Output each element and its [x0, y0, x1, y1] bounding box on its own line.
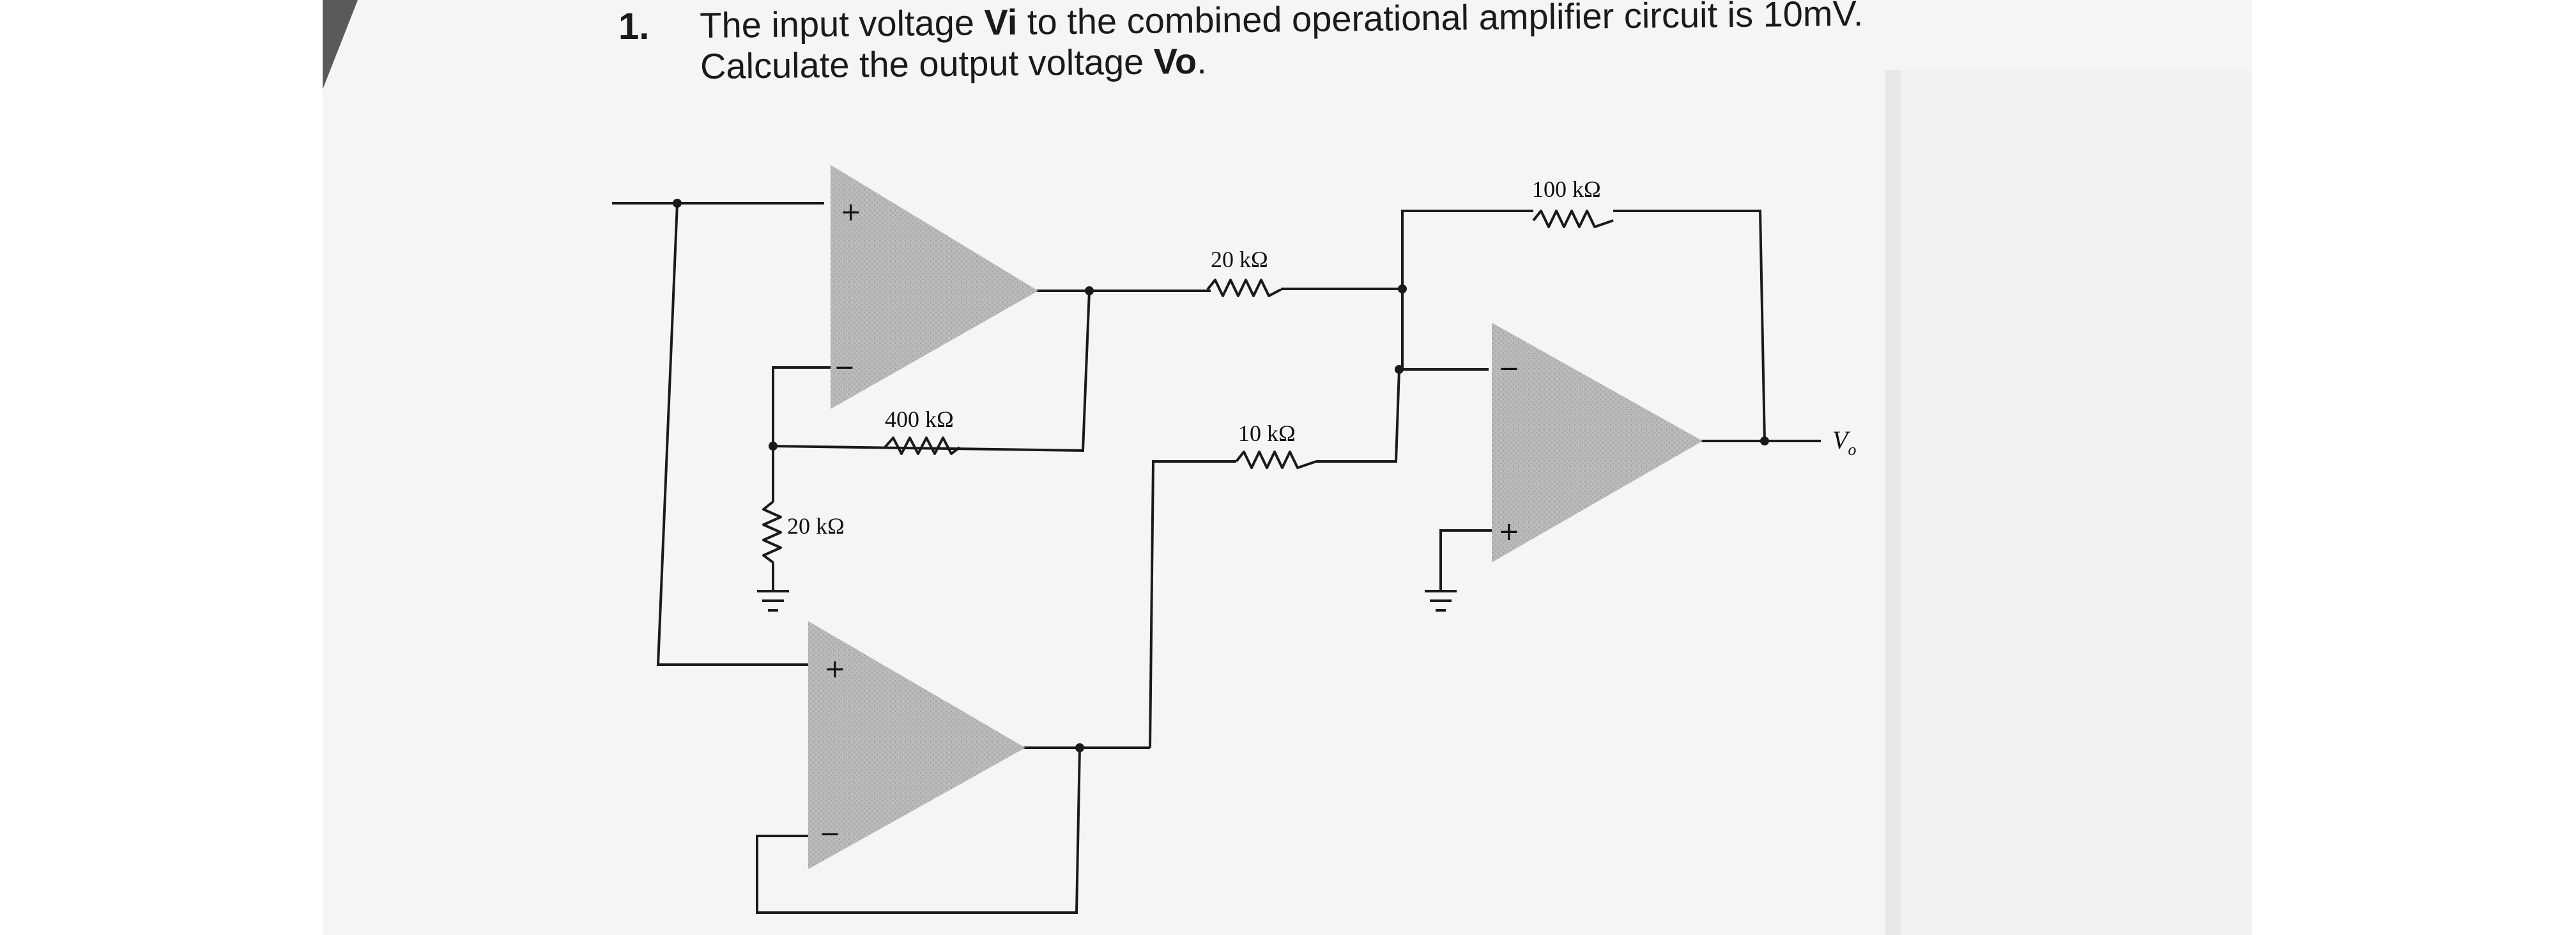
label-100k: 100 kΩ: [1532, 176, 1601, 202]
label-20k-ground: 20 kΩ: [787, 513, 845, 539]
resistor-400k: [884, 437, 961, 455]
output-label-v: V: [1832, 426, 1851, 454]
question-text-part1: The input voltage: [700, 2, 985, 45]
resistor-100k: [1532, 210, 1614, 228]
label-400k: 400 kΩ: [885, 406, 954, 432]
feedback-resistor-wire: [1401, 210, 1533, 289]
opamp-b-plus-sign: +: [824, 654, 846, 684]
junction-dots: [673, 199, 1769, 752]
ten-k-wire-left: [1149, 460, 1236, 748]
opamp-b: [808, 621, 1025, 869]
opamp-a: [831, 165, 1038, 409]
ten-k-wire-right: [1316, 369, 1400, 463]
resistor-10k: [1235, 451, 1317, 469]
opamp-c-plus-sign: +: [1498, 517, 1520, 546]
opamp-a-minus-sign: −: [834, 353, 855, 382]
right-binding-edge: [1885, 70, 1901, 935]
opamp-b-minus-sign: −: [819, 819, 841, 849]
resistor-symbols: [762, 210, 1614, 564]
input-branch-wire: [656, 203, 824, 666]
ground-left: [757, 590, 789, 612]
question-text-end: .: [1196, 40, 1208, 81]
question-number: 1.: [618, 6, 650, 47]
opamp-c: [1492, 323, 1703, 562]
opamp-b-feedback-wire: [756, 747, 1081, 914]
question-vi: Vi: [984, 1, 1018, 43]
resistor-20k-series: [1206, 279, 1282, 297]
label-10k: 10 kΩ: [1238, 421, 1296, 446]
resistor-20k-ground: [762, 500, 782, 564]
feedback-resistor-wire-right: [1613, 210, 1766, 442]
opamp-c-minus-sign: −: [1498, 354, 1520, 383]
right-page-strip: [1901, 70, 2252, 935]
output-label: Vo: [1832, 426, 1856, 459]
output-label-sub: o: [1848, 440, 1856, 459]
ground-right: [1425, 590, 1457, 612]
question-vo: Vo: [1153, 40, 1197, 82]
opamp-a-plus-sign: +: [840, 197, 862, 227]
series-resistor-wire: [1281, 288, 1489, 371]
ground-symbols: [757, 590, 1457, 612]
page-curl-shadow: [323, 0, 358, 89]
opamp-c-ground-wire: [1439, 529, 1505, 591]
question-text: The input voltage Vi to the combined ope…: [700, 0, 1914, 87]
label-20k-series: 20 kΩ: [1211, 247, 1268, 272]
